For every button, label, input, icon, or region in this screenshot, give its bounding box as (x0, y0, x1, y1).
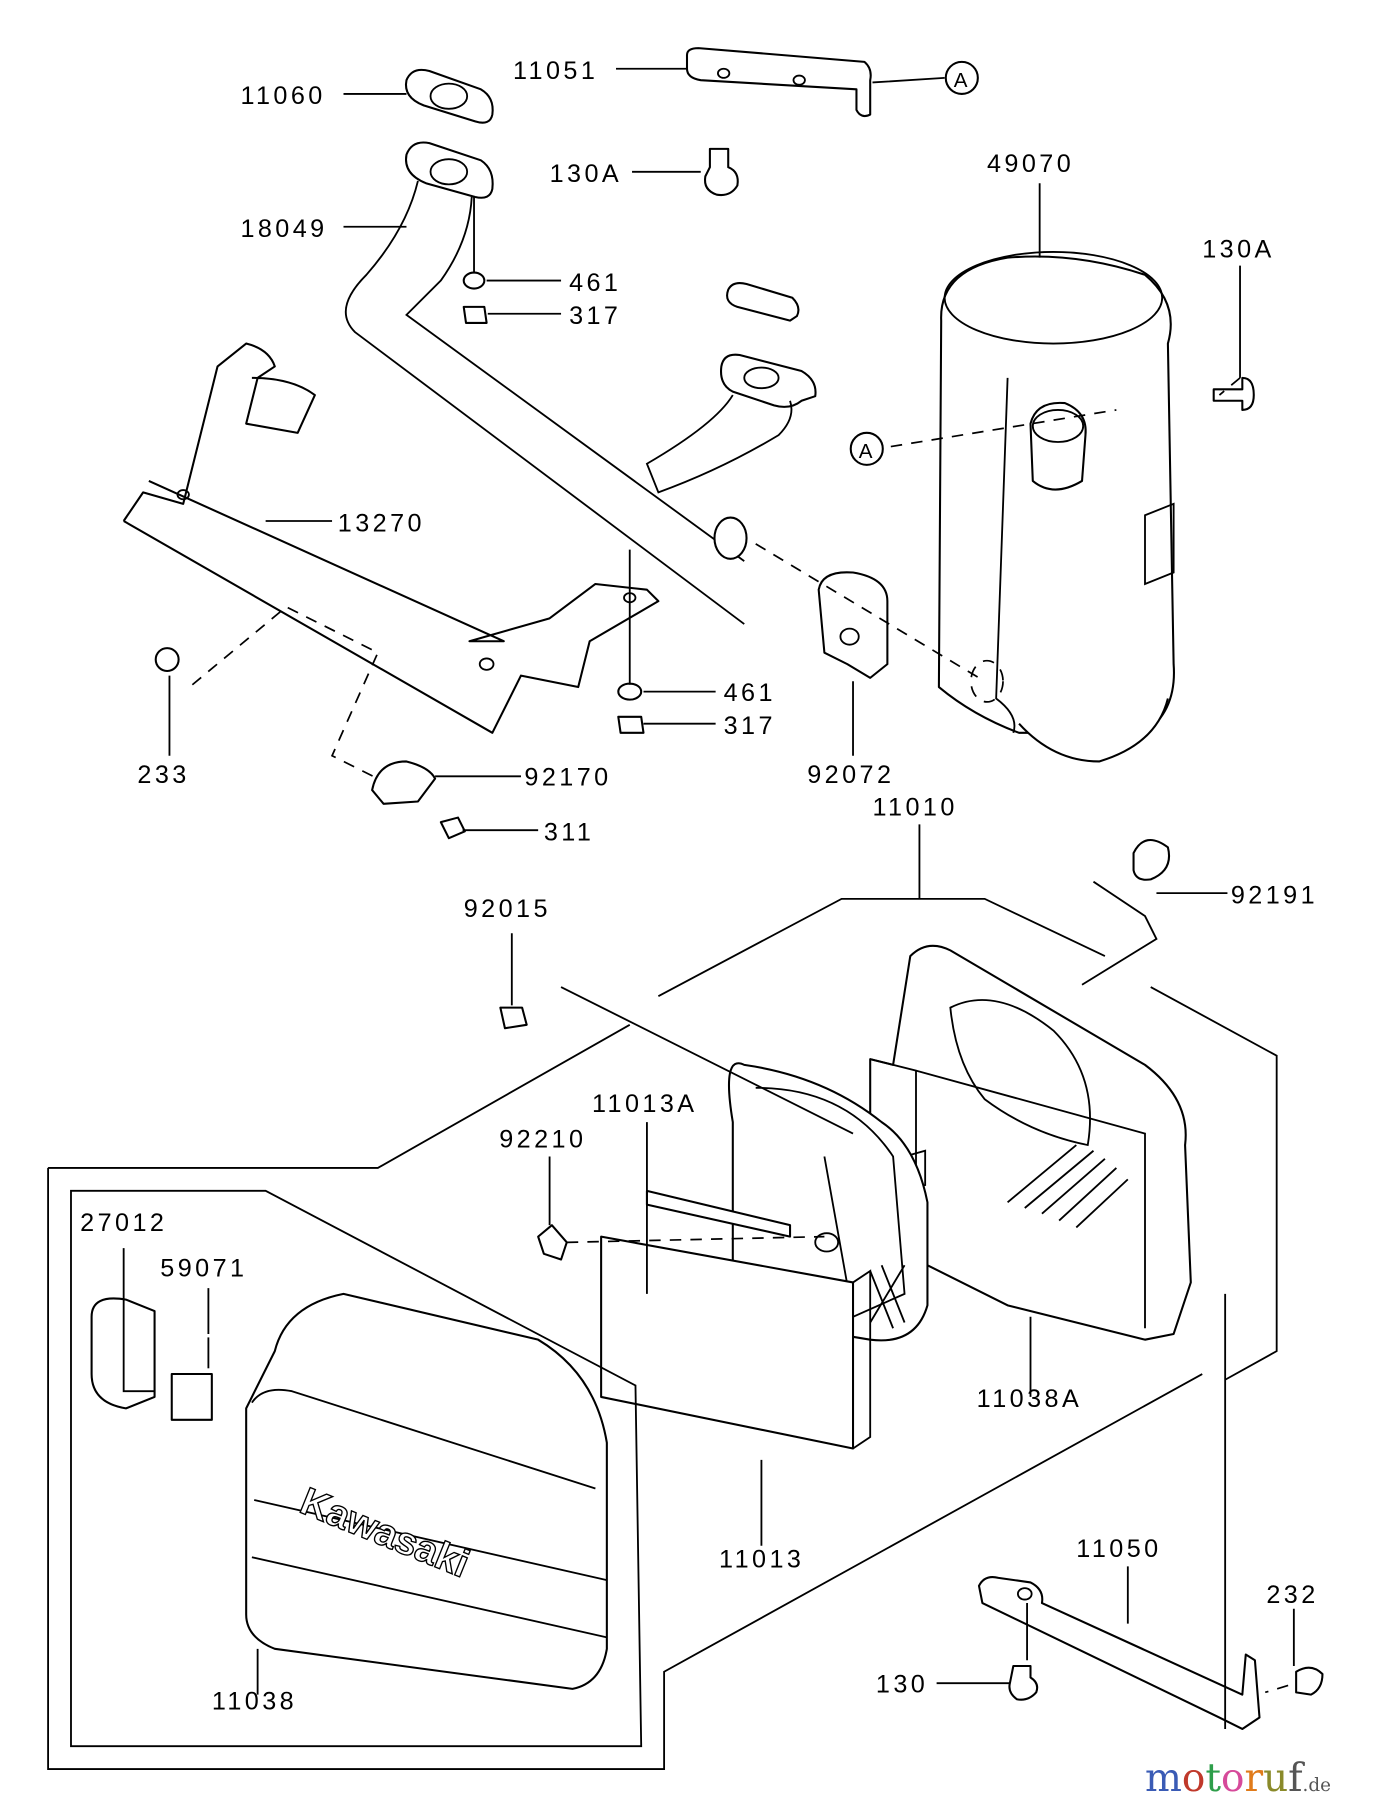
bolt-130 (1008, 1664, 1039, 1701)
watermark-letter: u (1263, 1756, 1288, 1800)
callout-11051: 11051 (513, 57, 598, 85)
clamp-92072 (817, 571, 889, 679)
leader-lines (122, 67, 1295, 1695)
callout-49070: 49070 (987, 150, 1074, 178)
hose-clip-92191 (1132, 839, 1171, 881)
callout-13270: 13270 (338, 509, 425, 537)
assembly-outline-11038 (47, 1024, 1203, 1770)
nut-311 (439, 816, 466, 840)
watermark-suffix: .de (1303, 1775, 1331, 1796)
callout-311: 311 (544, 818, 594, 846)
callout-232: 232 (1266, 1581, 1318, 1609)
air-cleaner-base-11038A (869, 944, 1192, 1341)
callout-461-mid: 461 (724, 679, 776, 707)
callout-92210: 92210 (499, 1125, 586, 1153)
callout-92191: 92191 (1231, 881, 1318, 909)
nut-washer-461-317-top (462, 271, 488, 324)
callout-11038: 11038 (212, 1688, 297, 1716)
wing-nut-92210 (537, 1224, 568, 1261)
gasket-11060 (404, 68, 494, 124)
motoruf-watermark: motoruf.de (1145, 1756, 1331, 1800)
callout-11060: 11060 (240, 82, 325, 110)
heat-shield-13270 (122, 342, 660, 734)
callout-317-mid: 317 (724, 712, 776, 740)
callout-130: 130 (876, 1670, 928, 1698)
bolt-130A-right (1212, 376, 1255, 411)
callout-11050: 11050 (1076, 1535, 1161, 1563)
reference-circle-a-top: A (944, 60, 979, 95)
callout-59071: 59071 (160, 1255, 247, 1283)
callout-11010: 11010 (872, 793, 957, 821)
bracket-11050 (977, 1576, 1261, 1731)
bolt-233 (154, 647, 180, 673)
assembly-outline-11010 (560, 897, 1278, 1729)
callout-11013A: 11013A (592, 1090, 698, 1118)
callout-92072: 92072 (807, 761, 894, 789)
watermark-letter: f (1288, 1756, 1305, 1800)
watermark-letter: o (1182, 1756, 1205, 1800)
watermark-letter: r (1244, 1756, 1263, 1800)
callout-92015: 92015 (464, 895, 551, 923)
callout-11038A: 11038A (977, 1385, 1083, 1413)
screw-232 (1295, 1666, 1324, 1696)
bracket-11051 (685, 47, 872, 118)
callout-130A-top: 130A (550, 160, 623, 188)
bolt-130A-top (703, 147, 739, 197)
clamp-92170 (371, 760, 437, 805)
watermark-letter: m (1145, 1756, 1182, 1800)
nut-washer-461-317-mid (617, 682, 645, 734)
pre-cleaner-11013 (600, 1235, 872, 1450)
watermark-letter: o (1221, 1756, 1244, 1800)
svg-text:motoruf.de: motoruf.de (1145, 1756, 1331, 1800)
callout-130A-right: 130A (1202, 236, 1275, 264)
callout-11013: 11013 (719, 1546, 804, 1574)
callout-317-top: 317 (569, 302, 621, 330)
callout-461-top: 461 (569, 269, 621, 297)
callout-labels: 11060 11051 130A 49070 18049 461 317 130… (80, 57, 1318, 1716)
callout-233: 233 (137, 761, 189, 789)
watermark-main: motoruf (1145, 1756, 1305, 1800)
watermark-letter: t (1205, 1756, 1221, 1800)
callout-27012: 27012 (80, 1209, 167, 1237)
nut-92015 (499, 1006, 528, 1030)
svg-text:A: A (954, 69, 968, 92)
reference-circle-a-muffler: A (849, 431, 884, 466)
clip-59071 (170, 1337, 213, 1421)
exhaust-pipe-18049 (344, 141, 817, 625)
muffler-49070 (937, 251, 1175, 763)
callout-18049: 18049 (240, 215, 327, 243)
cover-11038: Kawasaki (245, 1292, 608, 1690)
callout-92170: 92170 (524, 764, 611, 792)
svg-text:A: A (859, 440, 873, 463)
